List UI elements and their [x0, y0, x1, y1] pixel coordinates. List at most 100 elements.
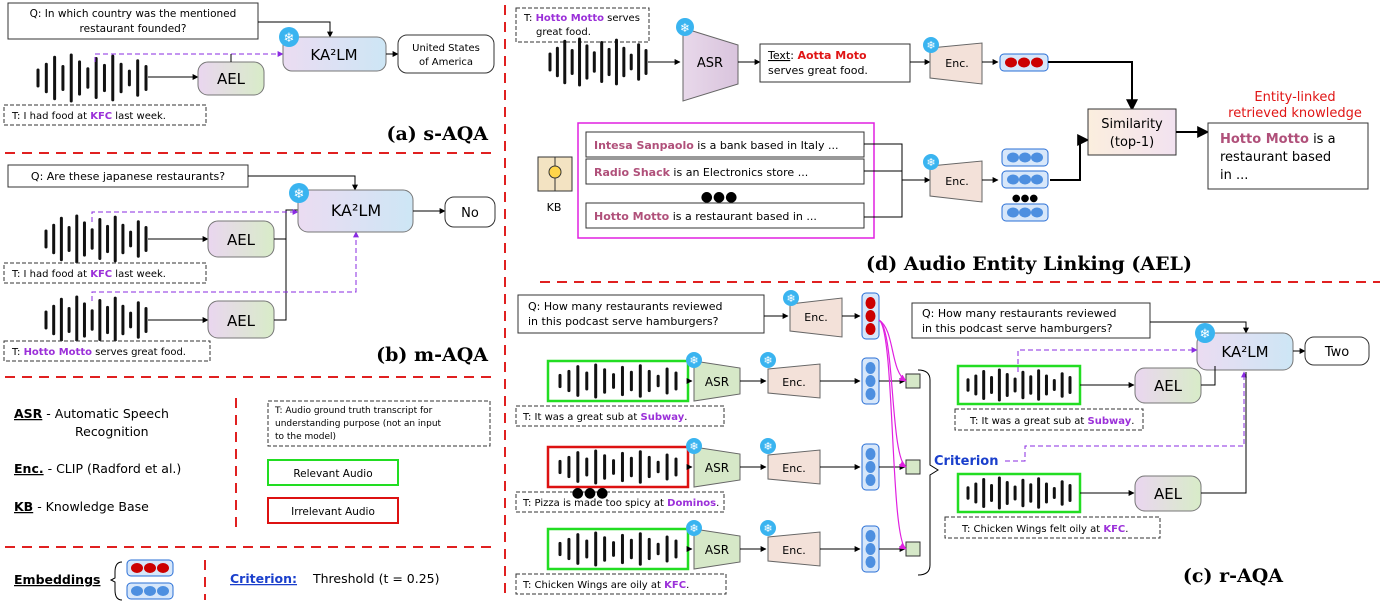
enc-label: Enc. — [782, 462, 805, 475]
transcript-box — [515, 491, 725, 513]
asr-text-box — [759, 43, 911, 83]
asr-block — [693, 360, 741, 402]
answer-box — [1304, 336, 1370, 366]
rows-ellipsis: ●●● — [572, 485, 609, 501]
frozen-snowflake-icon — [686, 438, 702, 454]
audio-waveform-icon — [36, 53, 148, 103]
audio-waveform-icon — [548, 37, 648, 87]
audio-waveform-icon — [558, 449, 678, 485]
enc-label: Enc. — [782, 544, 805, 557]
legend-enc: Enc. - CLIP (Radford et al.) — [14, 461, 181, 476]
similarity-label-1: Similarity — [1101, 117, 1163, 132]
irrelevant-audio-swatch — [267, 497, 399, 524]
encoder-block — [929, 42, 983, 85]
similarity-score-box — [905, 373, 921, 389]
frozen-snowflake-icon — [676, 18, 694, 36]
frozen-snowflake-icon — [686, 352, 702, 368]
kb-ellipsis: ●●● — [701, 189, 738, 205]
svg-text:❄: ❄ — [763, 354, 772, 367]
retrieved-line-3: in ... — [1220, 168, 1248, 183]
kb-entry-text-2: Radio Shack is an Electronics store ... — [594, 166, 808, 179]
svg-text:❄: ❄ — [680, 21, 690, 35]
enc-label: Enc. — [782, 376, 805, 389]
audio-row: ASR❄Enc.❄T: Pizza is made too spicy at D… — [515, 438, 921, 513]
ka2lm-label: KA²LM — [331, 201, 381, 220]
frozen-snowflake-icon — [760, 520, 776, 536]
irrelevant-label: Irrelevant Audio — [291, 506, 375, 518]
transcript-text: T: It was a great sub at Subway. — [522, 412, 687, 423]
retrieved-line-2: restaurant based — [1220, 150, 1331, 165]
kb-entry-text-3: Hotto Motto is a restaurant based in ... — [594, 210, 817, 223]
query-embedding-icon — [861, 292, 880, 340]
svg-text:❄: ❄ — [689, 440, 698, 453]
question-right-line-1: Q: How many restaurants reviewed — [922, 307, 1117, 320]
ka2lm-label: KA²LM — [310, 46, 357, 64]
audio-waveform-icon — [558, 363, 678, 399]
kb-book-icon — [537, 156, 573, 192]
svg-text:❄: ❄ — [926, 39, 935, 52]
encoder-block — [789, 297, 843, 338]
transcript-box — [3, 104, 207, 126]
question-text: Q: Are these japanese restaurants? — [31, 170, 225, 183]
frozen-snowflake-icon — [760, 438, 776, 454]
audio-waveform-icon — [966, 476, 1072, 510]
legend-asr: ASR - Automatic Speech — [14, 406, 169, 421]
embedding-ellipsis: ●●● — [1012, 193, 1038, 204]
panel-r-aqa: Q: How many restaurants reviewed in this… — [515, 290, 1370, 595]
retrieved-title-1: Entity-linked — [1254, 90, 1335, 105]
similarity-score-box — [905, 541, 921, 557]
panel-s-aqa: Q: In which country was the mentioned re… — [3, 2, 495, 145]
panel-title: (b) m-AQA — [376, 344, 488, 366]
embeddings-label: Embeddings — [14, 572, 100, 587]
panel-title: (c) r-AQA — [1183, 565, 1283, 587]
asr-block — [682, 27, 739, 102]
question-line-2: restaurant founded? — [80, 23, 187, 35]
enc-label: Enc. — [804, 311, 827, 324]
svg-text:❄: ❄ — [763, 440, 772, 453]
encoder-block — [767, 449, 821, 485]
transcript-box — [515, 573, 727, 595]
frozen-snowflake-icon — [1195, 323, 1215, 343]
ael-label: AEL — [227, 312, 256, 330]
audio-row: ASR❄Enc.❄T: It was a great sub at Subway… — [515, 352, 921, 427]
audio-embedding-icon — [861, 443, 880, 491]
frozen-snowflake-icon — [760, 352, 776, 368]
criterion-value: Threshold (t = 0.25) — [312, 571, 439, 586]
panel-separators — [5, 5, 1380, 600]
transcript-text-2: T: Hotto Motto serves great food. — [11, 347, 186, 358]
enc-label: Enc. — [945, 175, 968, 188]
audio-waveform-icon — [44, 214, 148, 264]
criterion-label: Criterion: — [230, 571, 297, 586]
ael-label: AEL — [1154, 377, 1183, 395]
svg-text:❄: ❄ — [1200, 327, 1211, 342]
answer-line-2: of America — [419, 57, 473, 68]
encoder-block-kb — [929, 160, 983, 203]
frozen-snowflake-icon — [923, 37, 939, 53]
legend-asr-cont: Recognition — [75, 424, 149, 439]
transcript-line-2: great food. — [536, 27, 591, 38]
svg-text:❄: ❄ — [689, 522, 698, 535]
transcript-text: T: Pizza is made too spicy at Dominos. — [522, 498, 719, 509]
kb-entry-2 — [585, 158, 865, 185]
transcript-line-1: T: Hotto Motto serves — [523, 13, 640, 24]
answer-line-1: United States — [412, 43, 480, 54]
asr-label: ASR — [705, 543, 729, 557]
similarity-label-2: (top-1) — [1110, 135, 1154, 150]
brace — [109, 561, 123, 601]
svg-text:❄: ❄ — [786, 292, 795, 305]
kb-entry-3 — [585, 202, 865, 229]
note-line-1: T: Audio ground truth transcript for — [274, 406, 433, 416]
transcript-text-1: T: I had food at KFC last week. — [11, 269, 166, 280]
enc-label: Enc. — [945, 57, 968, 70]
similarity-score-box — [905, 459, 921, 475]
retrieved-title-2: retrieved knowledge — [1228, 106, 1362, 121]
frozen-snowflake-icon — [279, 27, 299, 47]
kb-embeddings-icon — [1001, 148, 1049, 222]
transcript-box-2 — [3, 340, 211, 362]
relevant-label: Relevant Audio — [293, 468, 372, 480]
frozen-snowflake-icon — [686, 520, 702, 536]
kb-label: KB — [547, 201, 562, 214]
